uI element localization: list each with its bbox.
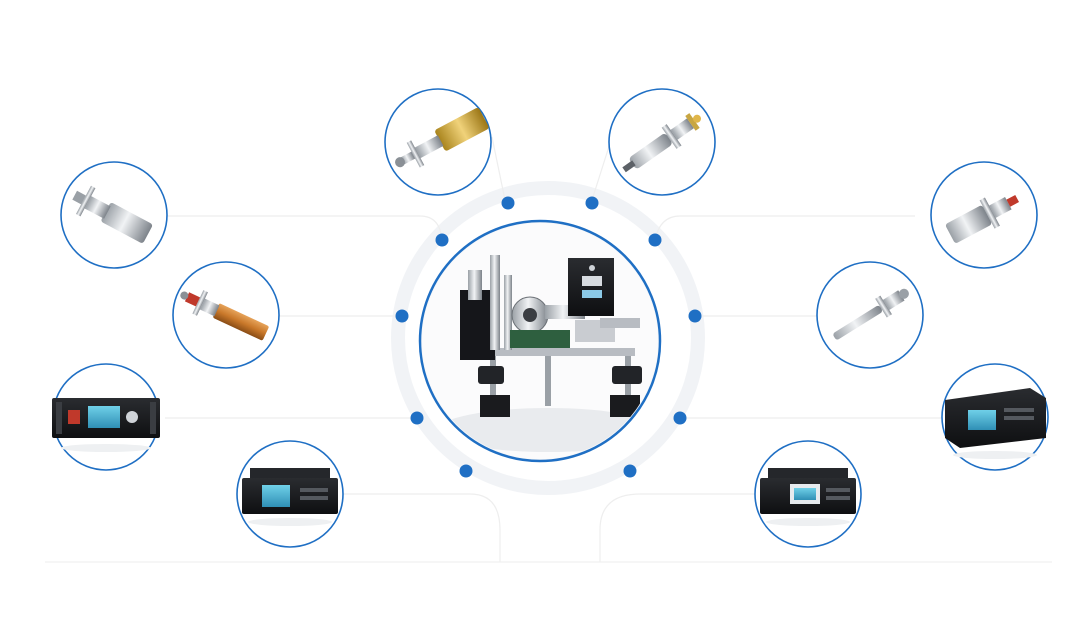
node-bottom-right-controller[interactable] xyxy=(754,440,862,548)
node-left-upper-probe[interactable] xyxy=(60,161,168,269)
rack-controller-angled xyxy=(945,388,1046,459)
rack-power-supply-two xyxy=(760,468,856,526)
node-top-right-silver-probe[interactable] xyxy=(608,88,716,196)
orange-copper-probe xyxy=(180,290,269,341)
node-left-middle-probe[interactable] xyxy=(172,261,280,369)
hub-dots xyxy=(395,196,702,478)
silver-vacuum-probe xyxy=(622,113,701,173)
node-right-upper-probe[interactable] xyxy=(930,161,1038,269)
thin-rod-probe xyxy=(833,288,909,340)
node-left-lower-controller[interactable] xyxy=(52,363,160,471)
node-bottom-left-controller[interactable] xyxy=(236,440,344,548)
central-instrument-system-photo xyxy=(422,223,658,459)
node-right-middle-probe[interactable] xyxy=(816,261,924,369)
node-right-lower-controller[interactable] xyxy=(941,363,1049,471)
hub-node[interactable] xyxy=(418,219,662,463)
rack-power-supply xyxy=(242,468,338,526)
hub-outer-ring xyxy=(391,181,705,495)
gold-cylinder-vacuum-probe xyxy=(395,108,489,168)
rack-controller-unit xyxy=(52,398,160,452)
node-top-left-gold-probe[interactable] xyxy=(384,88,492,196)
silver-cylinder-flange-probe xyxy=(945,194,1020,243)
silver-cylinder-probe xyxy=(72,185,153,243)
